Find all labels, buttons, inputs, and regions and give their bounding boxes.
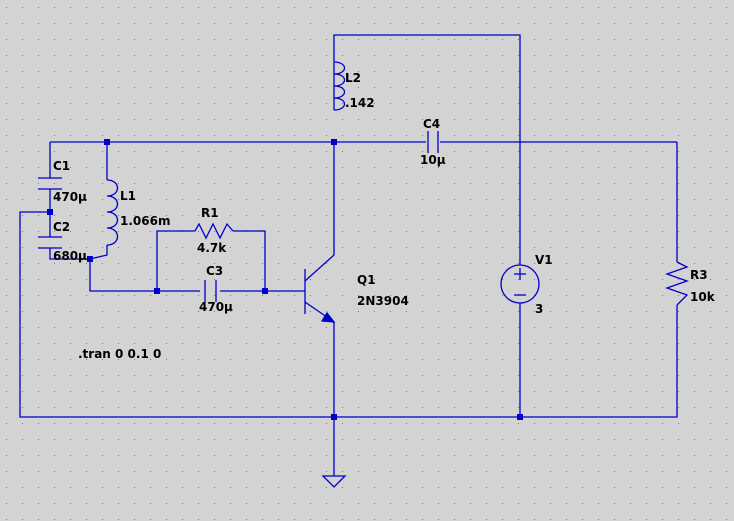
capacitor-c3-symbol[interactable] bbox=[204, 280, 217, 302]
r3-value-label: 10k bbox=[690, 290, 716, 304]
r1-ref-label: R1 bbox=[201, 206, 219, 220]
resistor-r3-symbol[interactable] bbox=[665, 261, 689, 306]
l1-ref-label: L1 bbox=[120, 189, 136, 203]
c4-ref-label: C4 bbox=[423, 117, 440, 131]
capacitor-c4-symbol[interactable] bbox=[427, 131, 439, 153]
grid-dots bbox=[6, 7, 727, 520]
transistor-q1-symbol[interactable] bbox=[304, 254, 336, 323]
junction-dots bbox=[47, 139, 523, 420]
c4-value-label: 10µ bbox=[420, 153, 446, 167]
component-labels: C1 470µ C2 680µ L1 1.066m R1 4.7k C3 470… bbox=[53, 71, 716, 361]
capacitor-c1-symbol[interactable] bbox=[38, 177, 62, 190]
c2-value-label: 680µ bbox=[53, 249, 87, 263]
q1-value-label: 2N3904 bbox=[357, 294, 409, 308]
l2-ref-label: L2 bbox=[345, 71, 361, 85]
c3-value-label: 470µ bbox=[199, 300, 233, 314]
spice-directive[interactable]: .tran 0 0.1 0 bbox=[78, 347, 161, 361]
inductor-l1-symbol[interactable] bbox=[106, 179, 119, 246]
inductor-l2-symbol[interactable] bbox=[333, 61, 346, 111]
r1-value-label: 4.7k bbox=[197, 241, 227, 255]
l1-value-label: 1.066m bbox=[120, 214, 170, 228]
l2-value-label: .142 bbox=[345, 96, 375, 110]
v1-value-label: 3 bbox=[535, 302, 543, 316]
voltage-source-v1-symbol[interactable] bbox=[500, 257, 540, 312]
capacitor-c2-symbol[interactable] bbox=[38, 236, 62, 249]
r3-ref-label: R3 bbox=[690, 268, 708, 282]
v1-ref-label: V1 bbox=[535, 253, 553, 267]
c2-ref-label: C2 bbox=[53, 220, 70, 234]
ground-symbol bbox=[321, 466, 347, 488]
resistor-r1-symbol[interactable] bbox=[194, 222, 234, 240]
q1-ref-label: Q1 bbox=[357, 273, 376, 287]
c1-value-label: 470µ bbox=[53, 190, 87, 204]
wires bbox=[19, 34, 678, 466]
c3-ref-label: C3 bbox=[206, 264, 223, 278]
c1-ref-label: C1 bbox=[53, 159, 70, 173]
